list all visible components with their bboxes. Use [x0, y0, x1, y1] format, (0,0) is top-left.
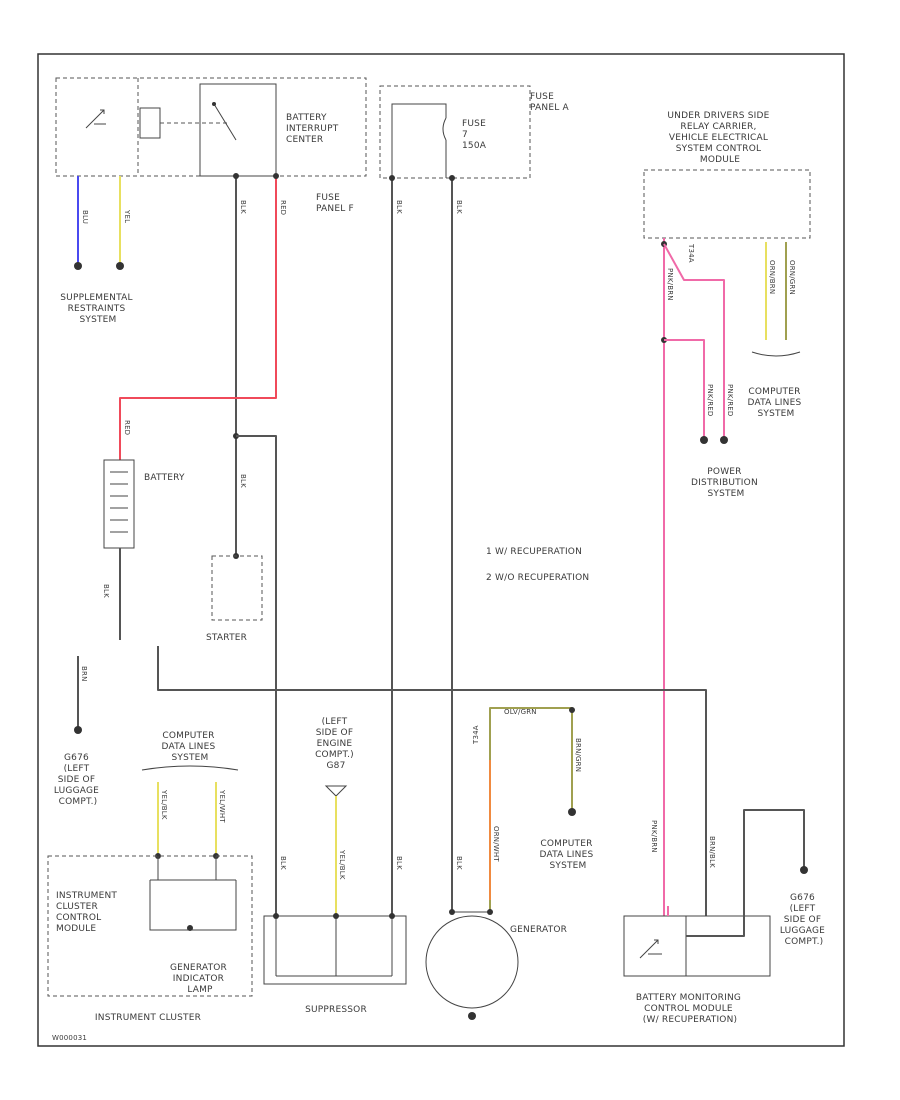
- wire-label-blk-bat: BLK: [102, 584, 110, 598]
- fuse-panel: FUSE PANEL A FUSE 7 150A FUSE PANEL F: [316, 85, 570, 214]
- wire-label-blk5: BLK: [455, 200, 463, 214]
- wire-label-org2: ORN/WHT: [492, 826, 500, 862]
- computer-data-lines-right-label: COMPUTER DATA LINES SYSTEM: [748, 387, 805, 419]
- generator: GENERATOR: [425, 909, 567, 1020]
- instrument-cluster: INSTRUMENT CLUSTER CONTROL MODULE GENERA…: [47, 855, 253, 997]
- wire-label-blk4: BLK: [395, 200, 403, 214]
- supplemental-restraints-label: SUPPLEMENTAL RESTRAINTS SYSTEM: [60, 293, 135, 325]
- fuse-panel-a-label: FUSE PANEL A: [530, 92, 570, 113]
- wire-label-cdl2: ORN/GRN: [788, 260, 796, 295]
- power-distribution-label: POWER DISTRIBUTION SYSTEM: [691, 467, 761, 499]
- legend-1: 1 W/ RECUPERATION: [486, 547, 582, 557]
- diagram-frame: [37, 53, 845, 1047]
- wire-label-red1: RED: [279, 200, 287, 215]
- left-engine-label: (LEFT SIDE OF ENGINE COMPT.) G87: [315, 717, 357, 771]
- wire-label-olv2: T34A: [472, 725, 480, 745]
- starter-label: STARTER: [206, 633, 247, 643]
- fuse-panel-f-label: FUSE PANEL F: [316, 193, 354, 214]
- wire-label-blk2: BLK: [239, 474, 247, 488]
- suppressor-label: SUPPRESSOR: [305, 1005, 367, 1015]
- wire-label-blk7: BLK: [455, 856, 463, 870]
- g676-left-label: G676 (LEFT SIDE OF LUGGAGE COMPT.): [54, 753, 102, 807]
- wire-label-ytl2: YEL/WHT: [218, 789, 226, 823]
- g676-right-label: G676 (LEFT SIDE OF LUGGAGE COMPT.): [780, 893, 828, 947]
- battery-interrupt-center: BATTERY INTERRUPT CENTER: [55, 77, 367, 177]
- wire-label-brn-c: BRN/GRN: [574, 738, 582, 772]
- battery-monitoring-module: PNK/BRN BRN/BLK BATTERY MONITORING CONTR…: [623, 820, 771, 1025]
- legend-2: 2 W/O RECUPERATION: [486, 573, 589, 583]
- wire-label-pnk-t34: T34A: [687, 243, 695, 263]
- wire-label-brn-bm: BRN/BLK: [708, 836, 716, 868]
- battery-label: BATTERY: [144, 473, 185, 483]
- relay-carrier: UNDER DRIVERS SIDE RELAY CARRIER, VEHICL…: [643, 111, 811, 239]
- computer-data-lines-left-label: COMPUTER DATA LINES SYSTEM: [162, 731, 219, 763]
- battery-monitoring-label: BATTERY MONITORING CONTROL MODULE (W/ RE…: [636, 993, 744, 1025]
- wire-label-pnk-bm: PNK/BRN: [650, 820, 658, 853]
- wire-label-olv1: OLV/GRN: [504, 708, 537, 716]
- wire-label-cdl1: ORN/BRN: [768, 260, 776, 294]
- wire-label-blk3: BLK: [279, 856, 287, 870]
- fuse-label: FUSE 7 150A: [462, 119, 489, 151]
- battery-interrupt-center-label: BATTERY INTERRUPT CENTER: [286, 113, 341, 145]
- suppressor: SUPPRESSOR: [263, 913, 407, 1015]
- instrument-cluster-module-label: INSTRUMENT CLUSTER CONTROL MODULE: [56, 891, 120, 934]
- generator-lamp-label: GENERATOR INDICATOR LAMP: [170, 963, 230, 995]
- battery: BATTERY: [103, 459, 185, 549]
- wire-label-brn-gnd: BRN: [80, 666, 88, 682]
- wire-label-yel-sup: YEL/BLK: [338, 849, 346, 880]
- computer-data-lines-center-label: COMPUTER DATA LINES SYSTEM: [540, 839, 597, 871]
- generator-label: GENERATOR: [510, 925, 567, 935]
- wire-label-yel: YEL: [123, 209, 131, 223]
- relay-carrier-label: UNDER DRIVERS SIDE RELAY CARRIER, VEHICL…: [667, 111, 772, 165]
- wire-label-blk6: BLK: [395, 856, 403, 870]
- wire-label-ytl1: YEL/BLK: [160, 789, 168, 820]
- wire-label-red2: RED: [123, 420, 131, 435]
- wire-label-blk1: BLK: [239, 200, 247, 214]
- footer-code: W000031: [52, 1034, 87, 1042]
- wire-label-blu: BLU: [81, 210, 89, 224]
- wire-label-pnk-pd2: PNK/RED: [726, 384, 734, 416]
- starter: STARTER: [206, 555, 263, 643]
- instrument-cluster-label: INSTRUMENT CLUSTER: [95, 1013, 201, 1023]
- wire-label-pnk-main: PNK/BRN: [666, 268, 674, 301]
- wire-label-pnk-pd1: PNK/RED: [706, 384, 714, 416]
